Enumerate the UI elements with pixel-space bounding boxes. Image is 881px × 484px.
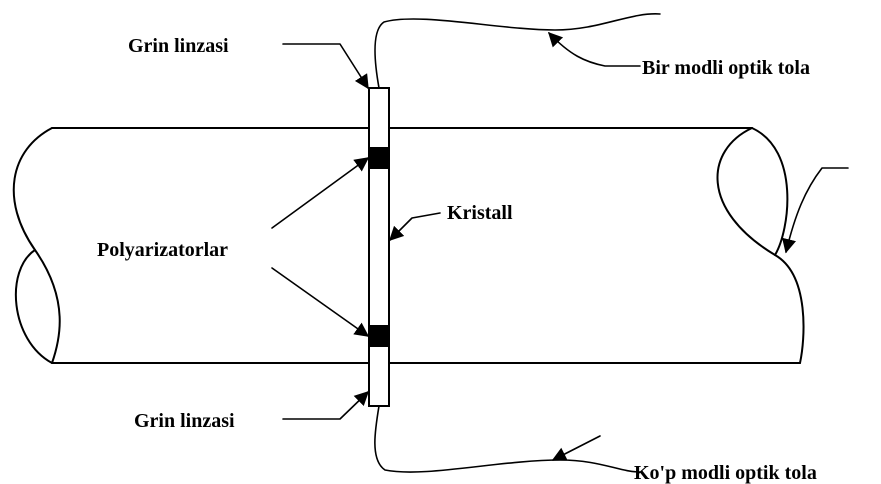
arrow-grin-top: [282, 43, 369, 90]
arrow-polarizer-bottom: [271, 267, 370, 337]
grin-lens-top: [368, 87, 390, 149]
label-multi-mode-fiber: Ko'p modli optik tola: [634, 462, 817, 484]
arrow-crystal: [388, 212, 441, 242]
pipe-left-break: [12, 127, 61, 364]
grin-lens-bottom: [368, 345, 390, 407]
arrow-single-mode-fiber: [548, 31, 641, 67]
label-single-mode-fiber: Bir modli optik tola: [642, 57, 810, 79]
pipe-right-break-inner: [751, 127, 789, 256]
crystal-rod: [368, 167, 390, 327]
single-mode-fiber: [374, 13, 661, 89]
arrow-multi-mode-fiber: [551, 435, 601, 461]
multi-mode-fiber: [374, 405, 641, 473]
label-grin-top: Grin linzasi: [128, 35, 229, 57]
arrow-polarizer-top: [271, 157, 370, 229]
arrow-right-pipe: [782, 167, 849, 254]
pipe-right-break: [716, 127, 805, 364]
label-grin-bottom: Grin linzasi: [134, 410, 235, 432]
conductor-pipe: [12, 127, 805, 364]
arrow-grin-bottom: [282, 391, 370, 420]
polarizer-bottom: [368, 325, 390, 347]
label-polarizers: Polyarizatorlar: [97, 239, 228, 261]
pipe-left-break-inner: [15, 249, 53, 364]
polarizer-top: [368, 147, 390, 169]
sensor-column: [368, 87, 390, 407]
label-crystal: Kristall: [447, 202, 513, 224]
